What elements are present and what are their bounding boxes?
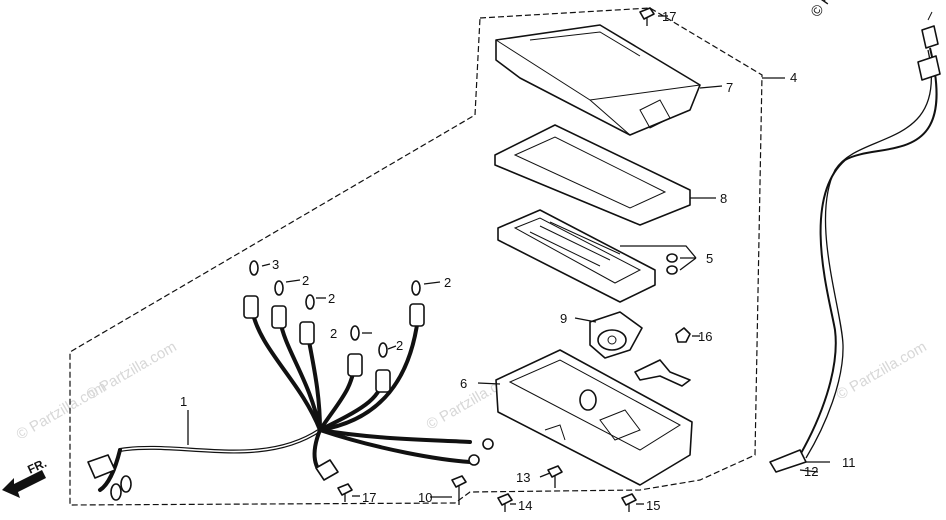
- meter-top-cover: [495, 24, 701, 136]
- bulb-socket: [243, 295, 425, 393]
- callout-12: 12: [804, 464, 818, 479]
- callout-17: 17: [362, 490, 376, 505]
- direction-label: FR.: [25, 456, 48, 477]
- wire-harness: [87, 308, 494, 501]
- indicator-bulb: [249, 260, 421, 358]
- screw-13: [547, 465, 563, 488]
- meter-bracket: [634, 359, 691, 387]
- leader-lines: [187, 15, 830, 505]
- callout-2: 2: [396, 338, 403, 353]
- callout-7: 7: [726, 80, 733, 95]
- callout-6: 6: [460, 376, 467, 391]
- meter-face-plate: [497, 209, 678, 303]
- callout-14: 14: [518, 498, 532, 513]
- assembly-boundary: [69, 7, 763, 506]
- bolt-10: [451, 475, 467, 505]
- callout-1: 1: [180, 394, 187, 409]
- screw-17-top: [639, 7, 655, 26]
- callout-8: 8: [720, 191, 727, 206]
- screw-14: [497, 493, 513, 512]
- callout-9: 9: [560, 311, 567, 326]
- copyright-mark: © P: [807, 0, 835, 20]
- callout-10: 10: [418, 490, 432, 505]
- callout-16: 16: [698, 329, 712, 344]
- callout-2: 2: [302, 273, 309, 288]
- harness-clamp: [315, 459, 339, 481]
- callout-2: 2: [444, 275, 451, 290]
- callout-4: 4: [790, 70, 797, 85]
- watermark: © Partzilla.com: [834, 338, 930, 403]
- harness-connector: [87, 454, 116, 479]
- meter-case: [495, 349, 693, 486]
- screw-16: [675, 327, 691, 343]
- meter-lens-frame: [494, 124, 691, 226]
- callout-2: 2: [328, 291, 335, 306]
- front-direction-arrow: FR.: [2, 456, 49, 498]
- screw-17-bottom: [337, 483, 353, 502]
- callout-3: 3: [272, 257, 279, 272]
- callout-13: 13: [516, 470, 530, 485]
- callout-11: 11: [842, 455, 856, 470]
- callout-5: 5: [706, 251, 713, 266]
- watermark: © Partzilla.com: [14, 378, 110, 443]
- callout-15: 15: [646, 498, 660, 513]
- speedometer-cable: [769, 11, 941, 473]
- callout-2: 2: [330, 326, 337, 341]
- screw-15: [621, 493, 637, 512]
- meter-mechanism: [589, 311, 643, 359]
- callout-17: 17: [662, 9, 676, 24]
